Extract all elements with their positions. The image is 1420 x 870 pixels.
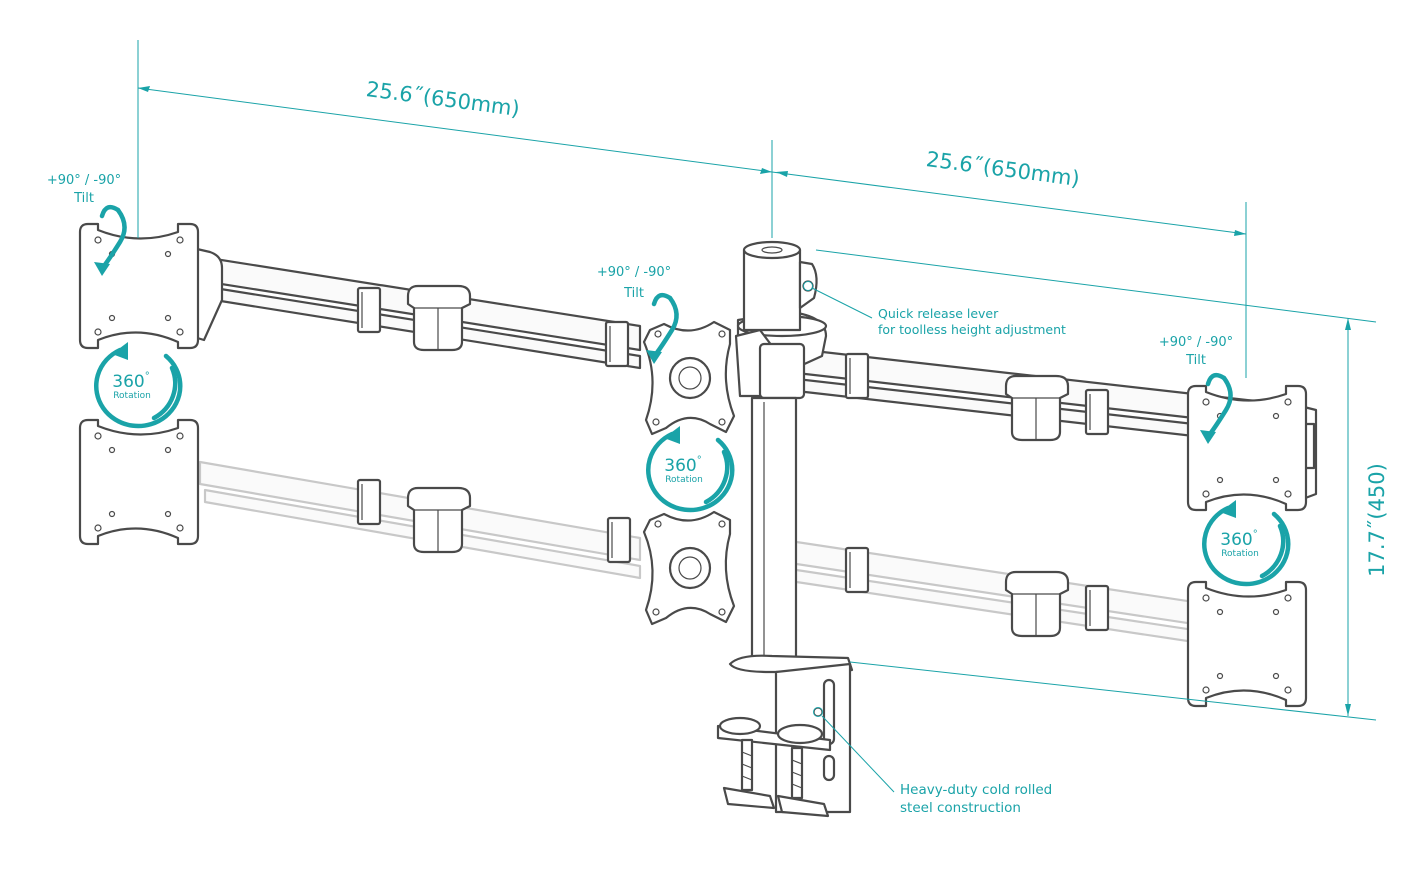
dimension-height: 17.7˝(450) [815, 249, 1389, 721]
rotation-center-label: Rotation [665, 475, 703, 485]
rotation-right-value: 360 [1220, 530, 1252, 550]
rotation-center: 360° Rotation [648, 426, 732, 510]
desk-clamp [716, 654, 854, 818]
callout-steel: Heavy-duty cold rolled steel constructio… [813, 707, 1052, 816]
rotation-left-label: Rotation [113, 391, 151, 401]
tilt-right: +90° / -90° Tilt [1159, 335, 1233, 444]
height-label: 17.7˝(450) [1365, 463, 1389, 577]
steel-line1: Heavy-duty cold rolled [900, 782, 1052, 798]
right-monitor-plate [1186, 384, 1308, 512]
callout-quick-release: Quick release lever for toolless height … [803, 281, 1066, 337]
rotation-right: 360° Rotation [1204, 500, 1288, 584]
left-width-label: 25.6˝(650mm) [365, 77, 521, 121]
svg-text:360°: 360° [664, 455, 701, 476]
rotation-left-degree: ° [145, 371, 150, 382]
dimension-left-width: 25.6˝(650mm) [137, 40, 773, 238]
tilt-center-label: Tilt [623, 286, 644, 301]
tilt-center: +90° / -90° Tilt [597, 265, 677, 364]
tilt-center-range: +90° / -90° [597, 265, 671, 280]
tilt-right-label: Tilt [1185, 353, 1206, 368]
right-width-label: 25.6˝(650mm) [925, 147, 1081, 191]
rotation-right-degree: ° [1253, 529, 1258, 540]
rotation-right-label: Rotation [1221, 549, 1259, 559]
center-monitor-plate [642, 320, 736, 436]
pole [742, 240, 818, 666]
lever-line1: Quick release lever [878, 306, 999, 321]
left-arm [182, 244, 642, 370]
ghost-lowered-mount [78, 418, 1308, 708]
tilt-left-label: Tilt [73, 191, 94, 206]
tilt-left-range: +90° / -90° [47, 173, 121, 188]
rotation-left: 360° Rotation [96, 342, 180, 426]
svg-text:360°: 360° [1220, 529, 1257, 550]
tilt-left: +90° / -90° Tilt [47, 173, 125, 276]
steel-line2: steel construction [900, 800, 1021, 816]
rotation-left-value: 360 [112, 372, 144, 392]
lever-line2: for toolless height adjustment [878, 322, 1066, 337]
left-monitor-plate [78, 222, 200, 350]
rotation-center-value: 360 [664, 456, 696, 476]
svg-text:360°: 360° [112, 371, 149, 392]
tilt-right-range: +90° / -90° [1159, 335, 1233, 350]
rotation-center-degree: ° [697, 455, 702, 466]
